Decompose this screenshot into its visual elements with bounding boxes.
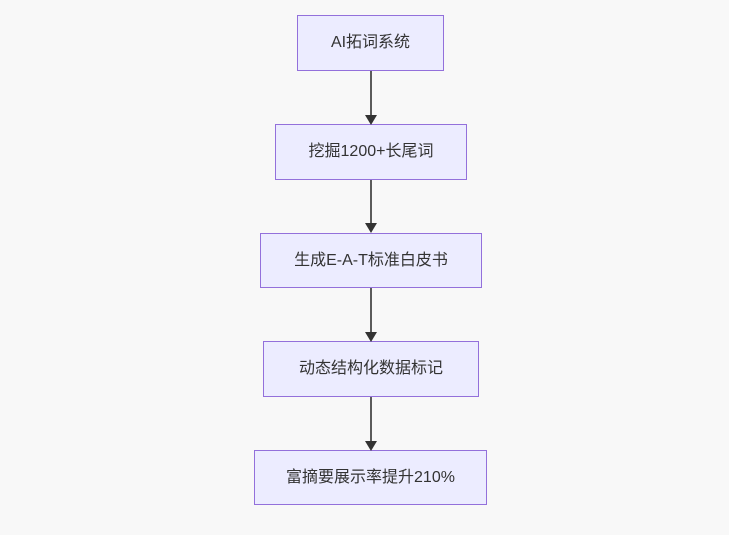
- node-label: 生成E-A-T标准白皮书: [294, 251, 448, 269]
- flow-arrow-2: [365, 180, 377, 233]
- node-label: AI拓词系统: [330, 34, 411, 52]
- flow-arrow-4: [365, 397, 377, 451]
- flowchart-node-structured-data-markup: 动态结构化数据标记: [263, 341, 479, 397]
- flowchart-node-eat-whitepaper: 生成E-A-T标准白皮书: [260, 233, 482, 288]
- arrow-line: [370, 397, 372, 442]
- flow-arrow-1: [365, 71, 377, 125]
- arrow-line: [370, 71, 372, 116]
- node-label: 动态结构化数据标记: [298, 360, 443, 378]
- flowchart-node-ai-keyword-system: AI拓词系统: [297, 15, 444, 71]
- arrow-head: [365, 115, 377, 125]
- flowchart-node-rich-snippet-result: 富摘要展示率提升210%: [254, 450, 487, 505]
- node-label: 挖掘1200+长尾词: [308, 143, 434, 161]
- arrow-line: [370, 180, 372, 224]
- arrow-line: [370, 288, 372, 333]
- node-label: 富摘要展示率提升210%: [286, 468, 455, 486]
- arrow-head: [365, 441, 377, 451]
- arrow-head: [365, 332, 377, 342]
- arrow-head: [365, 223, 377, 233]
- flow-arrow-3: [365, 288, 377, 342]
- flowchart-node-longtail-mining: 挖掘1200+长尾词: [275, 124, 467, 180]
